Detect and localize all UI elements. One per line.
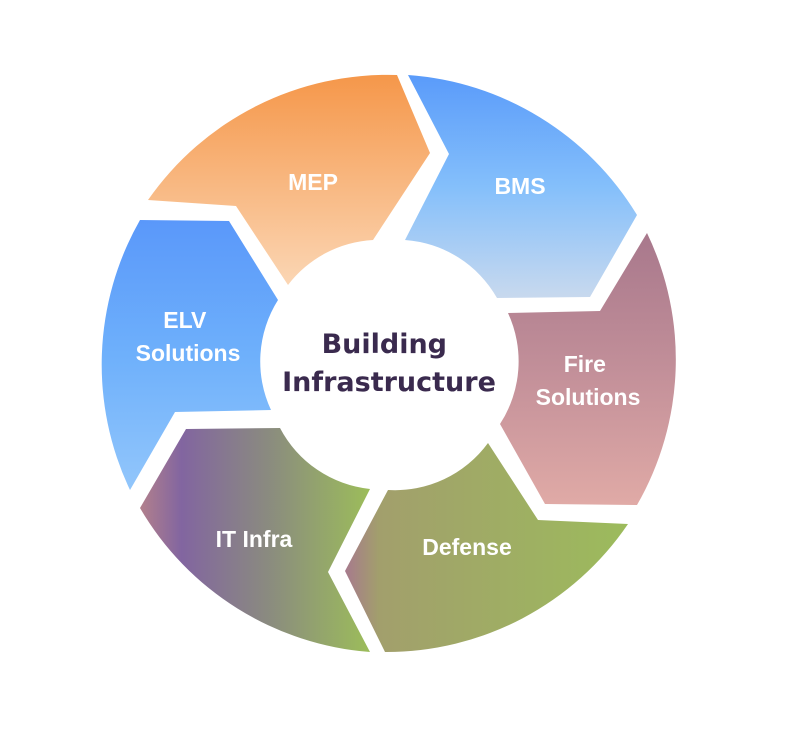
segment-bms-shape bbox=[405, 75, 637, 298]
segment-fire-solutions-label: Fire Solutions bbox=[536, 351, 641, 410]
segment-mep: MEP bbox=[148, 74, 430, 285]
segment-mep-label: MEP bbox=[288, 169, 338, 195]
segment-elv-solutions: ELV Solutions bbox=[101, 220, 278, 490]
segment-elv-solutions-shape bbox=[101, 220, 278, 490]
segment-defense-label: Defense bbox=[422, 534, 511, 560]
segment-defense: Defense bbox=[345, 443, 628, 653]
center-hub: Building Infrastructure bbox=[277, 253, 501, 477]
segment-bms: BMS bbox=[405, 75, 637, 298]
segment-it-infra: IT Infra bbox=[140, 428, 370, 652]
segment-elv-solutions-label: ELV Solutions bbox=[136, 307, 241, 366]
segment-fire-solutions: Fire Solutions bbox=[500, 233, 676, 505]
segment-mep-shape bbox=[148, 74, 430, 285]
segment-it-infra-shape bbox=[140, 428, 370, 652]
segment-bms-label: BMS bbox=[494, 173, 545, 199]
center-circle bbox=[277, 253, 501, 477]
segment-defense-shape bbox=[345, 443, 628, 653]
center-title: Building Infrastructure bbox=[282, 329, 496, 398]
segment-it-infra-label: IT Infra bbox=[216, 526, 293, 552]
segment-fire-solutions-shape bbox=[500, 233, 676, 505]
